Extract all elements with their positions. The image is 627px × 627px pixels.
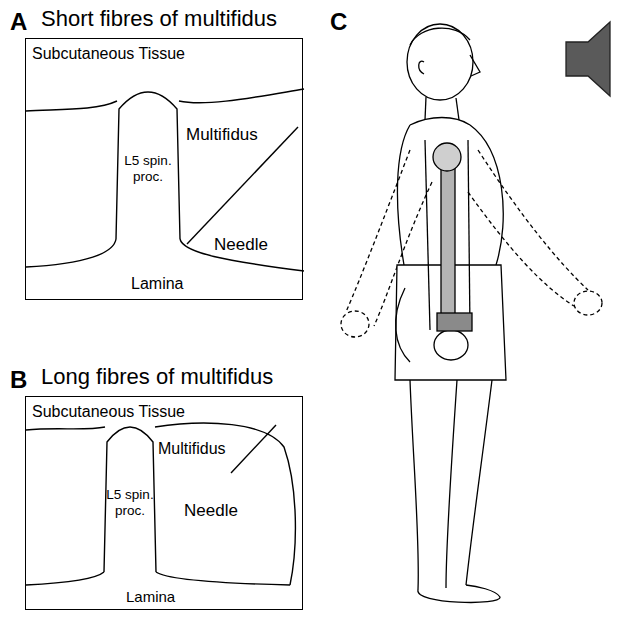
tissue-label: Subcutaneous Tissue [32,45,185,63]
tissue-label: L5 spin. proc. [104,487,156,518]
tissue-label: Lamina [131,275,183,293]
tissue-label: Multifidus [186,125,258,145]
process-outline [116,92,180,239]
panel-heading: Short fibres of multifidus [41,6,277,31]
tissue-boundary [155,423,295,585]
process-outline [104,427,156,572]
tissue-lines [26,397,304,611]
tissue-boundary [26,239,116,267]
tissue-boundary [187,127,298,244]
tissue-label: Needle [214,235,268,255]
section-panel: Long fibres of multifidusSubcutaneous Ti… [25,396,303,610]
tissue-label: Needle [184,501,238,521]
spinous-process: L5 spin. proc. [104,422,156,572]
tissue-lines [26,39,304,301]
panel-letter: B [10,366,27,394]
tissue-boundary [26,572,104,585]
panel-letter: C [330,8,347,36]
panel-letter: A [10,8,27,36]
tissue-boundary [26,101,117,111]
person-figure [395,24,506,602]
tissue-boundary [231,425,276,473]
speaker-icon [566,22,610,96]
tissue-label: Lamina [126,588,175,605]
tissue-boundary [156,572,290,585]
tissue-boundary [26,427,105,430]
tissue-boundary [179,89,304,103]
tissue-label: Subcutaneous Tissue [32,403,185,421]
section-panel: Short fibres of multifidusSubcutaneous T… [25,38,303,300]
tissue-label: L5 spin. proc. [116,153,180,184]
panel-heading: Long fibres of multifidus [41,364,273,389]
spinous-process: L5 spin. proc. [116,87,180,239]
tissue-label: Multifidus [158,440,226,458]
